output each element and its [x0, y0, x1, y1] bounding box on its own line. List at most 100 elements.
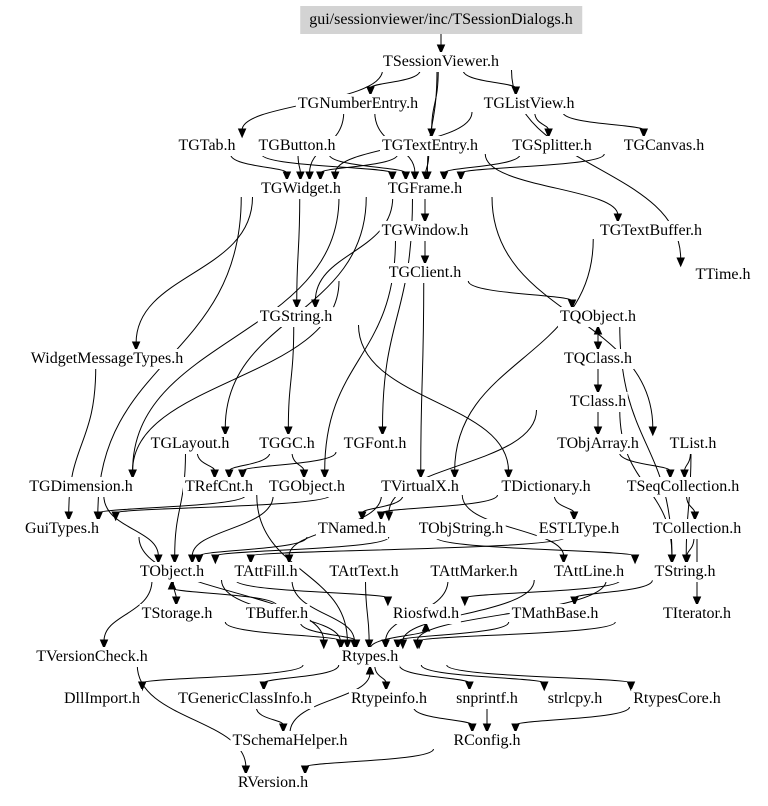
node-rtypeinfo[interactable]: Rtypeinfo.h: [349, 689, 429, 709]
arrowhead-rtypeinfo-rconfig: [468, 723, 477, 734]
node-gc[interactable]: TGGC.h: [257, 434, 317, 454]
node-listview[interactable]: TGListView.h: [481, 94, 577, 114]
node-tab[interactable]: TGTab.h: [176, 136, 238, 156]
edge-frame-string: [314, 196, 394, 302]
node-attmarker[interactable]: TAttMarker.h: [428, 562, 520, 582]
node-guitypes[interactable]: GuiTypes.h: [23, 519, 101, 539]
arrowhead-tab-widget: [282, 171, 292, 182]
node-root[interactable]: gui/sessionviewer/inc/TSessionDialogs.h: [300, 6, 582, 34]
node-mathbase[interactable]: TMathBase.h: [509, 604, 601, 624]
node-genclass[interactable]: TGenericClassInfo.h: [176, 689, 314, 709]
edge-dictionary-named: [380, 494, 498, 514]
edge-attline-rtypes: [402, 579, 535, 642]
arrowhead-numentry-widget: [305, 171, 314, 182]
node-window[interactable]: TGWindow.h: [379, 221, 471, 241]
arrowhead-font-refcnt: [238, 469, 247, 480]
node-font[interactable]: TGFont.h: [341, 434, 409, 454]
node-strlcpy[interactable]: strlcpy.h: [545, 689, 605, 709]
node-splitter[interactable]: TGSplitter.h: [510, 136, 594, 156]
node-schema[interactable]: TSchemaHelper.h: [230, 731, 350, 751]
node-string[interactable]: TGString.h: [257, 307, 335, 327]
arrowhead-iterator-rtypes: [414, 639, 424, 650]
node-virtualx[interactable]: TVirtualX.h: [379, 477, 461, 497]
edge-virtualx-guitypes: [115, 494, 331, 514]
node-rtypes[interactable]: Rtypes.h: [339, 647, 401, 667]
node-collection[interactable]: TCollection.h: [650, 519, 744, 539]
node-tlist[interactable]: TList.h: [667, 434, 719, 454]
node-frame[interactable]: TGFrame.h: [385, 179, 465, 199]
node-iterator[interactable]: TIterator.h: [661, 604, 733, 624]
node-dimension[interactable]: TGDimension.h: [27, 477, 135, 497]
node-snprintf[interactable]: snprintf.h: [454, 689, 520, 709]
edge-tlist-tstring: [685, 451, 692, 557]
node-attline[interactable]: TAttLine.h: [551, 562, 627, 582]
node-tobject[interactable]: TObject.h: [137, 562, 207, 582]
arrowhead-mathbase-rtypes: [393, 639, 403, 650]
node-buffer[interactable]: TBuffer.h: [243, 604, 311, 624]
node-named[interactable]: TNamed.h: [316, 519, 388, 539]
arrowhead-storage-rtypes: [336, 639, 346, 650]
edge-canvas-frame: [460, 153, 605, 174]
node-objarray[interactable]: TObjArray.h: [555, 434, 641, 454]
node-canvas[interactable]: TGCanvas.h: [621, 136, 707, 156]
edge-seqcoll-collection: [686, 494, 696, 514]
node-objstring[interactable]: TObjString.h: [416, 519, 506, 539]
edge-iterator-rtypes: [418, 621, 616, 642]
node-rversion[interactable]: RVersion.h: [235, 773, 311, 793]
node-client[interactable]: TGClient.h: [386, 263, 464, 283]
node-storage[interactable]: TStorage.h: [139, 604, 215, 624]
arrowhead-sv-tab: [237, 128, 247, 139]
node-widget[interactable]: TGWidget.h: [259, 179, 343, 199]
arrowhead-rtypes-genclass: [259, 681, 269, 692]
node-textbuffer[interactable]: TGTextBuffer.h: [597, 221, 705, 241]
arrowhead-root-sv: [436, 44, 446, 55]
node-rconfig[interactable]: RConfig.h: [451, 731, 523, 751]
node-seqcoll[interactable]: TSeqCollection.h: [624, 477, 742, 497]
arrowhead-tclass-named: [384, 511, 394, 522]
node-atttext[interactable]: TAttText.h: [327, 562, 401, 582]
node-button[interactable]: TGButton.h: [256, 136, 338, 156]
edge-dimension-tobject: [103, 494, 159, 557]
node-estl[interactable]: ESTLType.h: [536, 519, 622, 539]
arrowhead-layout-refcnt: [210, 469, 219, 480]
edge-rtypescore-rconfig: [515, 706, 630, 726]
node-textentry[interactable]: TGTextEntry.h: [379, 136, 481, 156]
node-time[interactable]: TTime.h: [693, 265, 753, 285]
edge-gobject-guitypes: [98, 494, 247, 514]
node-versioncheck[interactable]: TVersionCheck.h: [34, 647, 150, 667]
edge-genclass-schema: [255, 706, 284, 726]
node-layout[interactable]: TGLayout.h: [148, 434, 232, 454]
arrowhead-tobject-versioncheck: [99, 639, 109, 650]
arrowhead-client-dimension: [128, 469, 137, 480]
node-qobject[interactable]: TQObject.h: [558, 307, 638, 327]
node-sv[interactable]: TSessionViewer.h: [381, 52, 501, 72]
node-rtypescore[interactable]: RtypesCore.h: [631, 689, 723, 709]
edge-tab-widget: [230, 153, 288, 174]
arrowhead-tobject-riosfwd: [383, 596, 393, 607]
edge-tab-frame: [261, 153, 393, 174]
node-dictionary[interactable]: TDictionary.h: [499, 477, 593, 497]
edge-atttext-rtypes: [365, 579, 370, 642]
edge-storage-rtypes: [224, 621, 342, 642]
node-wmt[interactable]: WidgetMessageTypes.h: [28, 349, 186, 369]
arrowhead-dictionary-estl: [569, 511, 579, 522]
node-dllimport[interactable]: DllImport.h: [62, 689, 142, 709]
node-qclass[interactable]: TQClass.h: [562, 349, 634, 369]
node-tstring[interactable]: TString.h: [652, 562, 718, 582]
node-attfill[interactable]: TAttFill.h: [232, 562, 300, 582]
edge-collection-tobject: [250, 536, 567, 557]
node-refcnt[interactable]: TRefCnt.h: [183, 477, 255, 497]
edge-button-frame: [328, 153, 407, 174]
arrowhead-splitter-frame: [439, 171, 449, 182]
node-tclass[interactable]: TClass.h: [567, 392, 629, 412]
edge-gc-gobject: [291, 451, 305, 472]
arrowhead-frame-layout: [220, 426, 230, 437]
node-gobject[interactable]: TGObject.h: [267, 477, 347, 497]
arrowhead-frame-tlist: [648, 426, 658, 437]
edge-rtypes-dllimport: [141, 664, 304, 684]
edge-splitter-frame: [443, 153, 521, 174]
node-numentry[interactable]: TGNumberEntry.h: [295, 94, 421, 114]
arrowhead-frame-font: [378, 426, 387, 437]
node-riosfwd[interactable]: Riosfwd.h: [390, 604, 462, 624]
